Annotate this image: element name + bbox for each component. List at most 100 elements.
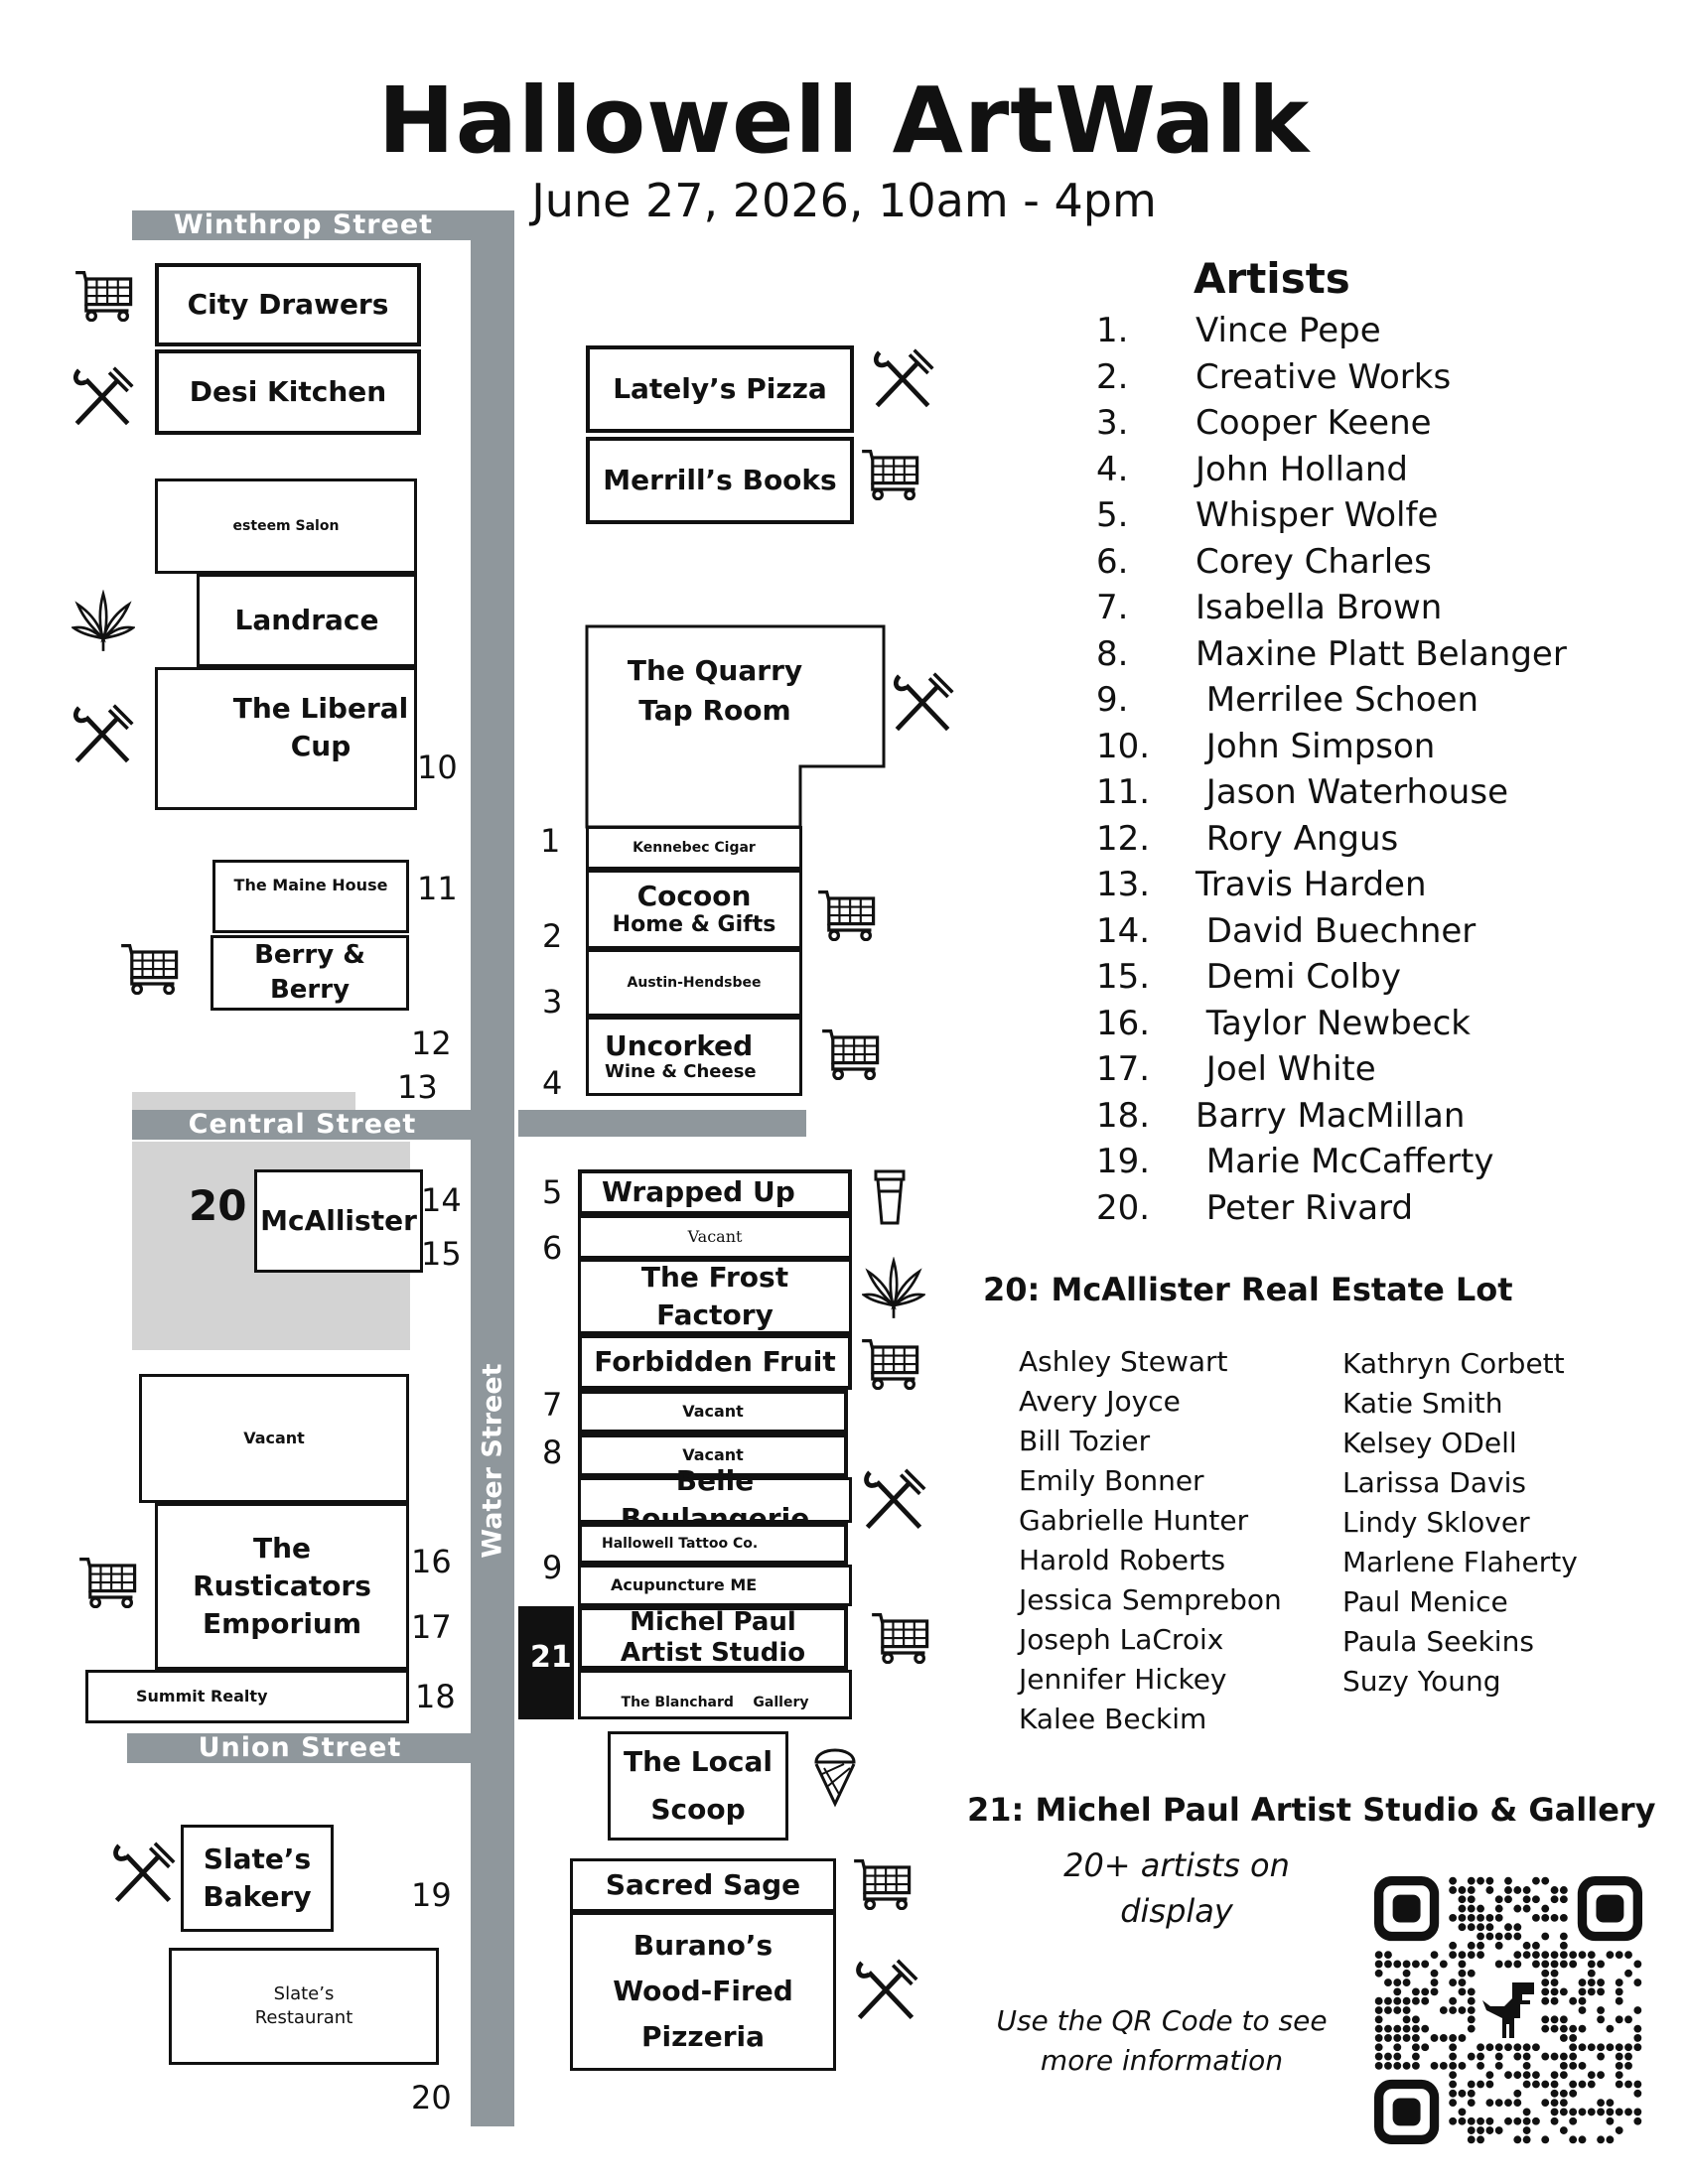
slates-bakery-line2: Bakery bbox=[203, 1880, 312, 1913]
building-desi-kitchen[interactable]: Desi Kitchen bbox=[155, 349, 421, 435]
building-maine-house[interactable]: The Maine House bbox=[212, 860, 409, 933]
artist-number: 15. bbox=[1096, 957, 1151, 997]
map-number-6: 6 bbox=[542, 1229, 563, 1267]
building-mcallister[interactable]: McAllister bbox=[254, 1169, 423, 1273]
slates-restaurant-line2: Restaurant bbox=[254, 2007, 353, 2028]
building-esteem-salon[interactable]: esteem Salon bbox=[155, 478, 417, 574]
building-city-drawers[interactable]: City Drawers bbox=[155, 263, 421, 346]
building-vacant-a[interactable]: Vacant bbox=[578, 1215, 852, 1259]
map-number-7: 7 bbox=[542, 1386, 563, 1424]
building-slates-bakery[interactable]: Slate’s Bakery bbox=[181, 1825, 334, 1932]
quarry-label: The Quarry Tap Room bbox=[596, 651, 834, 731]
artist-number: 12. bbox=[1096, 818, 1151, 859]
building-wrapped-up[interactable]: Wrapped Up bbox=[578, 1169, 852, 1215]
building-summit-realty[interactable]: Summit Realty bbox=[85, 1670, 409, 1723]
building-hallowell-tattoo[interactable]: Hallowell Tattoo Co. bbox=[578, 1523, 848, 1565]
map-number-8: 8 bbox=[542, 1433, 563, 1471]
cannabis-leaf-icon bbox=[862, 1257, 925, 1320]
qr-line1: Use the QR Code to see bbox=[996, 2004, 1328, 2037]
artist-row: 14. David Buechner bbox=[1096, 908, 1652, 955]
artist-number: 2. bbox=[1096, 356, 1129, 397]
fork-knife-icon bbox=[868, 345, 937, 415]
map-number-16: 16 bbox=[411, 1543, 452, 1580]
artist-name: John Simpson bbox=[1196, 726, 1436, 766]
fork-knife-icon bbox=[888, 669, 957, 739]
slates-restaurant-line1: Slate’s bbox=[273, 1982, 335, 2004]
building-liberal-cup[interactable]: The Liberal Cup bbox=[155, 667, 417, 810]
building-acupuncture-me[interactable]: Acupuncture ME bbox=[578, 1565, 852, 1606]
qr-code-icon[interactable] bbox=[1374, 1876, 1642, 2144]
map-number-18: 18 bbox=[415, 1678, 456, 1715]
artist-name: Taylor Newbeck bbox=[1196, 1003, 1471, 1043]
artist-name: Barry MacMillan bbox=[1196, 1095, 1466, 1136]
street-water bbox=[471, 210, 514, 2126]
street-central: Central Street bbox=[132, 1110, 473, 1140]
building-sacred-sage[interactable]: Sacred Sage bbox=[570, 1858, 836, 1912]
map-number-11: 11 bbox=[417, 870, 458, 907]
cannabis-leaf-icon bbox=[71, 590, 135, 653]
building-vacant-b[interactable]: Vacant bbox=[578, 1390, 848, 1433]
lot-artist-name: Larissa Davis bbox=[1342, 1466, 1526, 1499]
building-uncorked[interactable]: Uncorked Wine & Cheese bbox=[586, 1017, 802, 1096]
artist-row: 20. Peter Rivard bbox=[1096, 1185, 1652, 1232]
building-berry-berry[interactable]: Berry & Berry bbox=[211, 935, 409, 1011]
map-marker-21: 21 bbox=[530, 1640, 572, 1675]
map-number-10: 10 bbox=[417, 749, 458, 786]
building-rusticators[interactable]: The Rusticators Emporium bbox=[155, 1503, 409, 1670]
building-slates-restaurant[interactable]: Slate’s Restaurant bbox=[169, 1948, 439, 2065]
shopping-cart-icon bbox=[860, 447, 923, 500]
building-vacant-west[interactable]: Vacant bbox=[139, 1374, 409, 1503]
artist-number: 14. bbox=[1096, 910, 1151, 951]
quarry-line1: The Quarry bbox=[627, 654, 803, 687]
buranos-line3: Pizzeria bbox=[640, 2020, 765, 2054]
lot-artist-name: Jessica Semprebon bbox=[1019, 1583, 1282, 1616]
lot-artist-name: Jennifer Hickey bbox=[1019, 1663, 1227, 1696]
building-local-scoop[interactable]: The Local Scoop bbox=[608, 1731, 788, 1841]
marker-21-box bbox=[518, 1606, 574, 1719]
artist-name: Isabella Brown bbox=[1196, 588, 1443, 627]
building-austin-hendsbee[interactable]: Austin-Hendsbee bbox=[586, 949, 802, 1017]
building-blanchard-gallery[interactable]: The Blanchard Gallery bbox=[578, 1670, 852, 1719]
artist-row: 1.Vince Pepe bbox=[1096, 308, 1652, 354]
michel-line1: Michel Paul bbox=[630, 1606, 796, 1637]
lot-artist-name: Paul Menice bbox=[1342, 1585, 1508, 1618]
building-kennebec-cigar[interactable]: Kennebec Cigar bbox=[586, 826, 802, 870]
buranos-line2: Wood-Fired bbox=[613, 1974, 793, 2007]
lot-artist-name: Lindy Sklover bbox=[1342, 1506, 1530, 1539]
building-cocoon[interactable]: Cocoon Home & Gifts bbox=[586, 870, 802, 949]
building-landrace[interactable]: Landrace bbox=[197, 574, 417, 667]
map-number-15: 15 bbox=[421, 1235, 462, 1273]
artist-name: Joel White bbox=[1196, 1049, 1376, 1089]
studio-heading: 21: Michel Paul Artist Studio & Gallery bbox=[967, 1791, 1656, 1829]
building-merrills-books[interactable]: Merrill’s Books bbox=[586, 437, 854, 524]
studio-line1: 20+ artists on bbox=[1063, 1846, 1290, 1884]
building-belle-boulangerie[interactable]: Belle Boulangerie bbox=[578, 1464, 852, 1535]
artist-number: 9. bbox=[1096, 680, 1129, 720]
shopping-cart-icon bbox=[860, 1336, 923, 1390]
lot-artist-name: Joseph LaCroix bbox=[1019, 1623, 1224, 1656]
coffee-cup-icon bbox=[870, 1167, 910, 1227]
building-buranos[interactable]: Burano’s Wood-Fired Pizzeria bbox=[570, 1912, 836, 2071]
building-forbidden-fruit[interactable]: Forbidden Fruit bbox=[578, 1334, 852, 1390]
map-number-13: 13 bbox=[397, 1068, 438, 1106]
artist-number: 6. bbox=[1096, 541, 1129, 582]
artist-row: 4.John Holland bbox=[1096, 447, 1652, 493]
artist-row: 19. Marie McCafferty bbox=[1096, 1139, 1652, 1185]
building-frost-factory[interactable]: The Frost Factory bbox=[578, 1259, 852, 1334]
fork-knife-icon bbox=[68, 701, 137, 770]
building-vacant-c[interactable]: Vacant bbox=[578, 1433, 848, 1477]
artist-number: 11. bbox=[1096, 772, 1151, 812]
building-latelys-pizza[interactable]: Lately’s Pizza bbox=[586, 345, 854, 433]
fork-knife-icon bbox=[68, 363, 137, 433]
slates-bakery-line1: Slate’s bbox=[203, 1843, 312, 1876]
frost-line1: The Frost bbox=[640, 1261, 789, 1295]
map-number-4: 4 bbox=[542, 1064, 563, 1102]
scoop-line1: The Local bbox=[624, 1745, 773, 1779]
artist-number: 13. bbox=[1096, 865, 1151, 904]
map-number-9: 9 bbox=[542, 1549, 563, 1586]
ice-cream-icon bbox=[810, 1737, 860, 1809]
qr-line2: more information bbox=[1040, 2044, 1284, 2077]
street-winthrop: Winthrop Street bbox=[132, 210, 475, 240]
building-michel-paul-studio[interactable]: Michel Paul Artist Studio bbox=[578, 1606, 848, 1670]
